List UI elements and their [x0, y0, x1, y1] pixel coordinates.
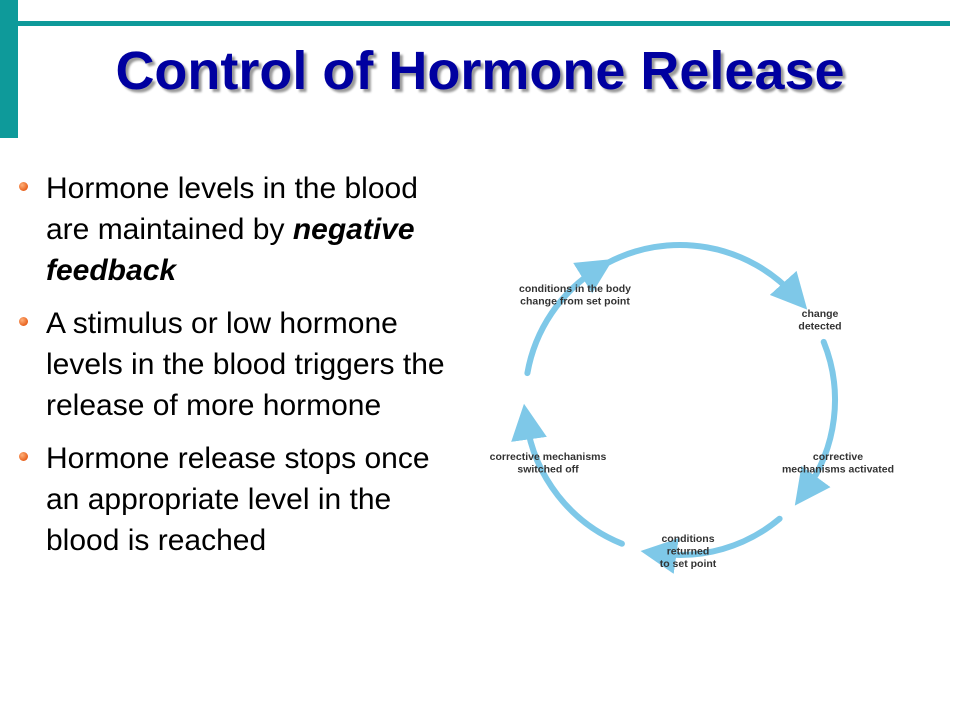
bullet-item-1: Hormone levels in the blood are maintain…: [10, 168, 450, 291]
bullet-text: Hormone release stops once an appropriat…: [46, 442, 430, 557]
cycle-step-line: change: [802, 308, 839, 320]
bullet-text: A stimulus or low hormone levels in the …: [46, 307, 445, 422]
cycle-step-line: corrective: [813, 451, 863, 463]
bullet-item-3: Hormone release stops once an appropriat…: [10, 438, 450, 561]
accent-bar-left: [0, 0, 18, 138]
cycle-arrow-3: [640, 515, 783, 574]
cycle-step-line: switched off: [517, 464, 579, 476]
bullet-item-2: A stimulus or low hormone levels in the …: [10, 303, 450, 426]
bullet-dot-icon: [19, 182, 28, 191]
bullet-dot-icon: [19, 452, 28, 461]
cycle-step-line: corrective mechanisms: [490, 451, 607, 463]
cycle-arrow-4: [511, 403, 625, 547]
cycle-step-line: mechanisms activated: [782, 464, 894, 476]
accent-rule-top: [18, 21, 950, 26]
cycle-step-line: conditions in the body: [519, 283, 631, 295]
slide-title: Control of Hormone Release: [115, 41, 845, 101]
cycle-step-line: to set point: [660, 558, 717, 570]
cycle-step-line: returned: [667, 546, 710, 558]
cycle-step-line: detected: [798, 321, 841, 333]
bullet-emphasis: negative feedback: [46, 213, 415, 287]
bullet-dot-icon: [19, 317, 28, 326]
bullet-text: Hormone levels in the blood are maintain…: [46, 172, 418, 246]
bullet-list: Hormone levels in the blood are maintain…: [10, 168, 450, 573]
cycle-arrow-5: [524, 259, 614, 377]
cycle-arrow-2: [794, 338, 838, 506]
cycle-step-line: conditions: [661, 533, 714, 545]
cycle-arrow-1: [604, 242, 808, 310]
cycle-step-line: change from set point: [520, 296, 630, 308]
